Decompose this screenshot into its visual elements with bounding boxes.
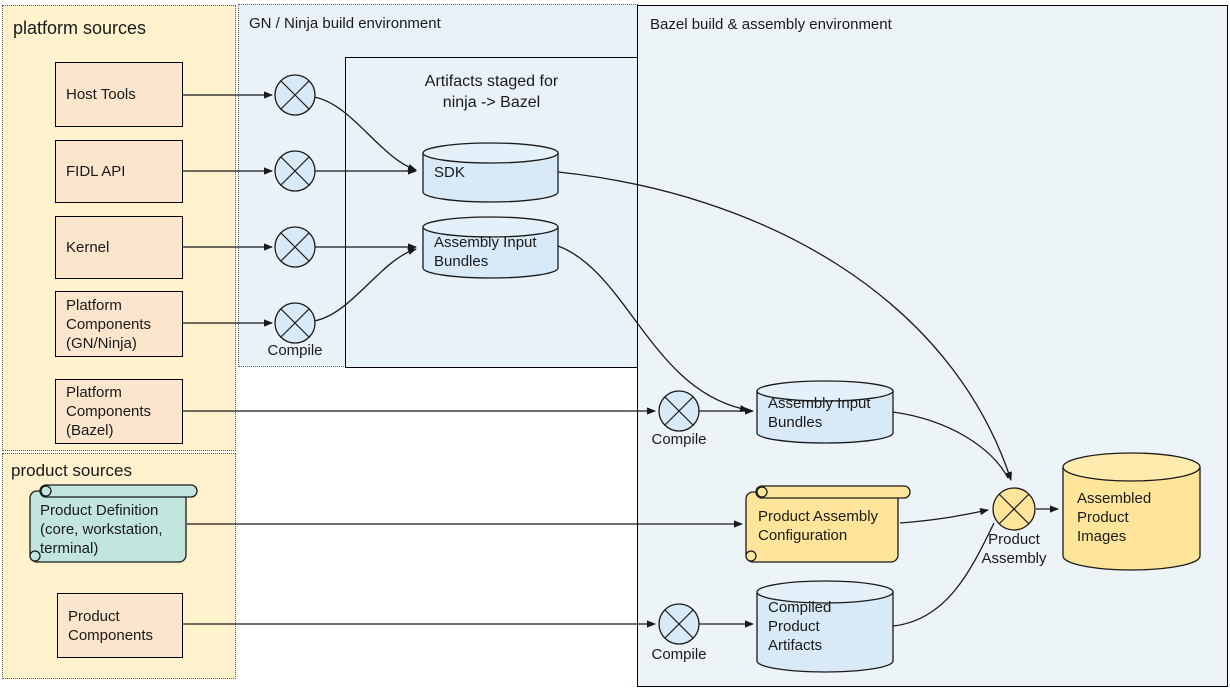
staged-artifacts-title-line1: Artifacts staged for xyxy=(424,73,559,90)
api-line2: Product xyxy=(1077,509,1129,526)
fidl-api-box: FIDL API xyxy=(55,140,183,203)
api-line3: Images xyxy=(1077,528,1127,545)
host-tools-box: Host Tools xyxy=(55,62,183,127)
compile-label-bazel-aib: Compile xyxy=(651,431,707,448)
platform-components-bazel-line3: (Bazel) xyxy=(66,422,114,439)
compiled-product-artifacts-label: Compiled Product Artifacts xyxy=(768,598,831,655)
compile-label-gn: Compile xyxy=(267,342,323,359)
product-components-box: Product Components xyxy=(57,593,183,658)
gn-assembly-input-bundles-label: Assembly Input Bundles xyxy=(434,233,537,271)
staged-artifacts-title: Artifacts staged for ninja -> Bazel xyxy=(346,71,637,113)
platform-components-bazel-line1: Platform xyxy=(66,384,122,401)
platform-components-gn-line2: Components xyxy=(66,315,152,333)
gn-aib-line1: Assembly Input xyxy=(434,234,537,251)
cpa-line3: Artifacts xyxy=(768,637,823,654)
pac-line2: Configuration xyxy=(758,527,848,544)
fidl-api-label: FIDL API xyxy=(66,163,126,180)
host-tools-label: Host Tools xyxy=(66,86,136,103)
platform-components-gn-line1: Platform xyxy=(66,296,122,314)
gn-ninja-environment-title: GN / Ninja build environment xyxy=(249,15,441,32)
bazel-environment-title: Bazel build & assembly environment xyxy=(650,16,892,33)
platform-components-gn-line3: (GN/Ninja) xyxy=(66,334,137,352)
bazel-aib-line2: Bundles xyxy=(768,414,823,431)
product-definition-line2: (core, workstation, xyxy=(40,521,163,538)
product-components-line1: Product xyxy=(68,607,120,625)
product-components-line2: Components xyxy=(68,626,154,644)
gn-aib-line2: Bundles xyxy=(434,253,489,270)
bazel-aib-line1: Assembly Input xyxy=(768,395,871,412)
kernel-label: Kernel xyxy=(66,239,110,256)
staged-artifacts-title-line2: ninja -> Bazel xyxy=(442,94,541,111)
platform-components-bazel-line2: Components xyxy=(66,403,152,420)
bazel-environment-panel: Bazel build & assembly environment xyxy=(637,5,1228,687)
kernel-box: Kernel xyxy=(55,216,183,279)
cpa-line1: Compiled xyxy=(768,599,832,616)
platform-components-gn-box: Platform Components (GN/Ninja) xyxy=(55,291,183,357)
bazel-assembly-input-bundles-label: Assembly Input Bundles xyxy=(768,394,871,432)
platform-components-bazel-box: Platform Components (Bazel) xyxy=(55,379,183,444)
platform-sources-title: platform sources xyxy=(13,18,147,38)
product-assembly-line2: Assembly xyxy=(981,550,1047,567)
pac-line1: Product Assembly xyxy=(758,508,879,525)
staged-artifacts-panel: Artifacts staged for ninja -> Bazel xyxy=(345,57,638,368)
product-definition-line3: terminal) xyxy=(40,540,99,557)
product-assembly-label: Product Assembly xyxy=(964,530,1064,568)
product-sources-title: product sources xyxy=(11,461,132,480)
assembled-product-images-label: Assembled Product Images xyxy=(1077,489,1151,546)
sdk-label: SDK xyxy=(434,164,465,181)
product-assembly-configuration-label: Product Assembly Configuration xyxy=(758,507,878,545)
cpa-line2: Product xyxy=(768,618,820,635)
product-definition-line1: Product Definition xyxy=(40,502,159,519)
compile-label-bazel-products: Compile xyxy=(651,646,707,663)
product-assembly-line1: Product xyxy=(988,531,1040,548)
product-definition-label: Product Definition (core, workstation, t… xyxy=(40,501,163,558)
api-line1: Assembled xyxy=(1077,490,1152,507)
